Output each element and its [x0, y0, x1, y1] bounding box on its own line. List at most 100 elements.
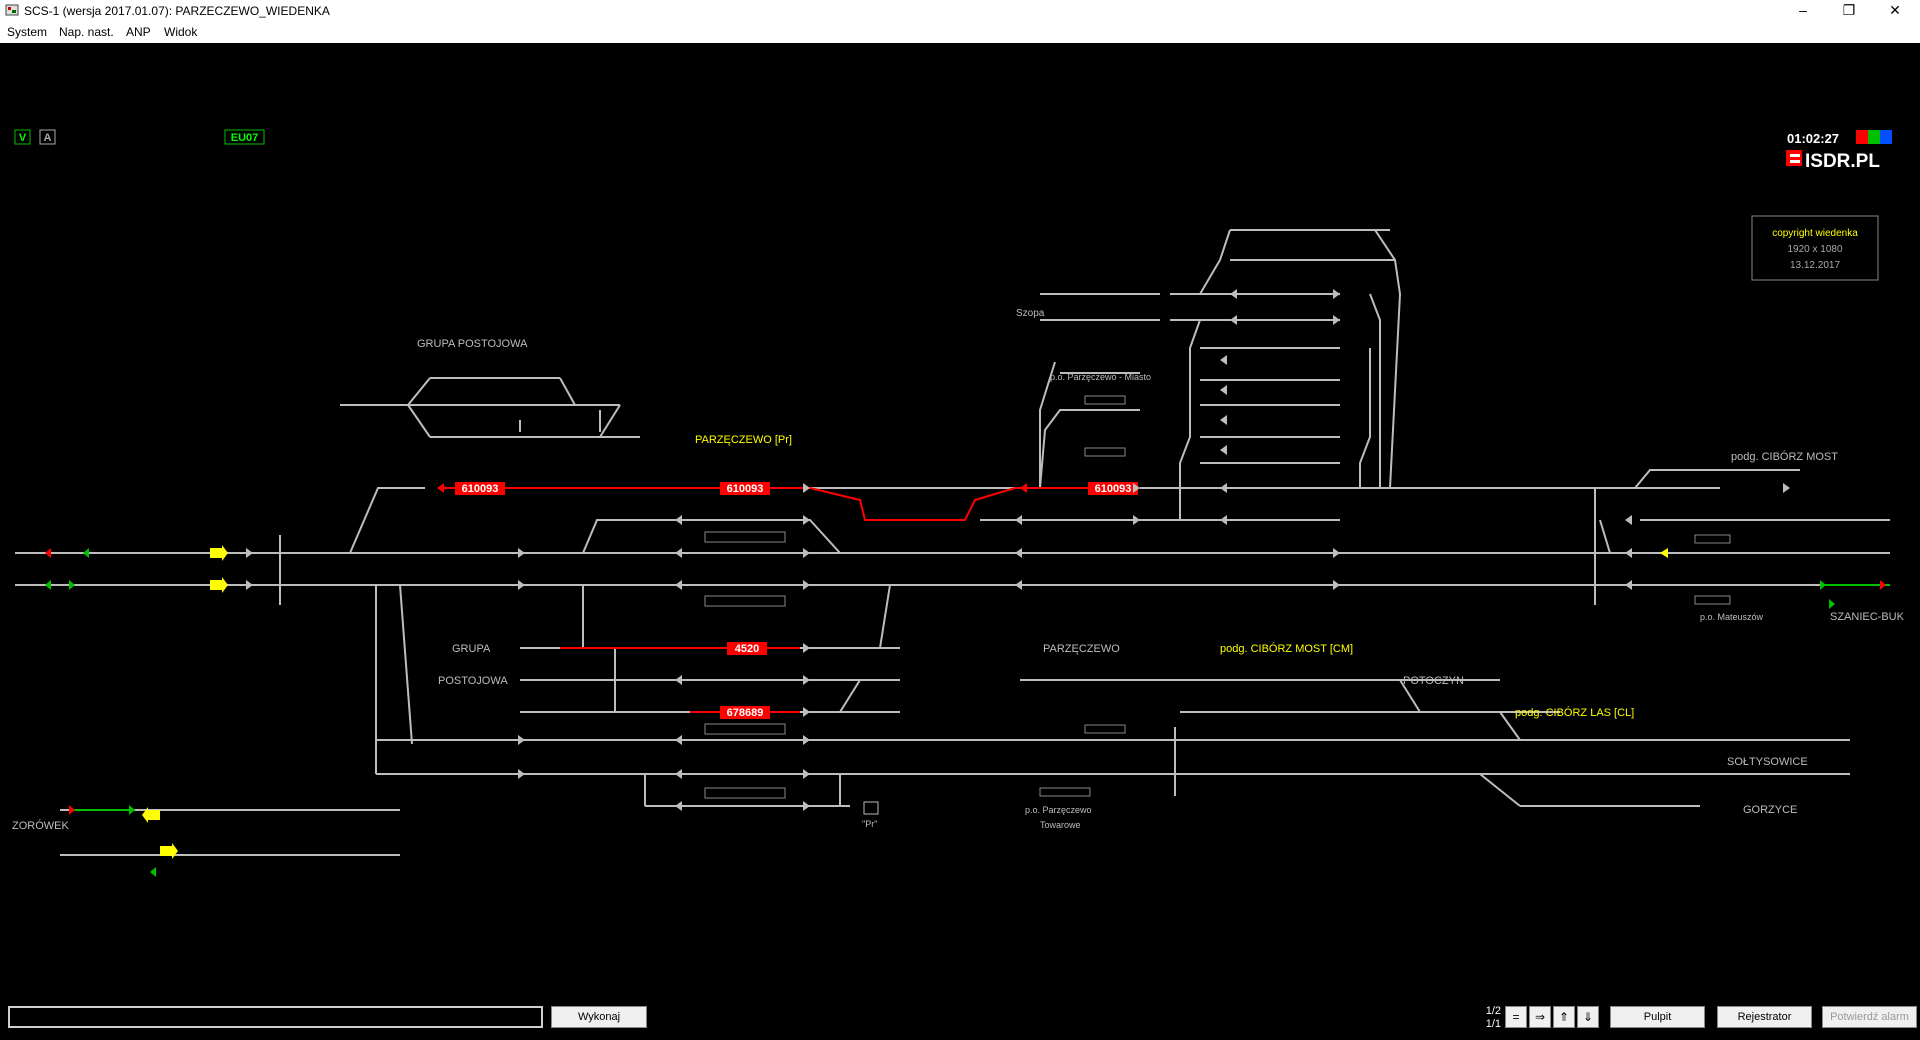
signal-j2-icon	[675, 548, 682, 558]
signal-j4-icon	[675, 515, 682, 525]
label-szaniec-buk: SZANIEC-BUK	[1830, 611, 1905, 623]
title-bar: SCS-1 (wersja 2017.01.07): PARZECZEWO_WI…	[0, 0, 1920, 22]
signal-y-icon	[1625, 515, 1632, 525]
label-szopa: Szopa	[1016, 308, 1045, 319]
signal-t40-icon	[1230, 289, 1237, 299]
platforms	[704, 395, 1731, 799]
signal-l9-icon	[803, 735, 810, 745]
train-t6[interactable]: 610093	[727, 483, 764, 495]
signal-11-icon	[518, 735, 525, 745]
menu-anp[interactable]: ANP	[126, 25, 151, 39]
status-green	[1868, 130, 1880, 144]
train-h3[interactable]: 4520	[735, 643, 759, 655]
restore-icon[interactable]: ❐	[1842, 2, 1856, 18]
signal-cibor-icon	[1783, 483, 1790, 493]
train-t16[interactable]: 610093	[1095, 483, 1132, 495]
signal-k5-icon	[803, 675, 810, 685]
label-po-towarowe: p.o. Parzęczewo	[1025, 805, 1092, 815]
signal-t24-icon	[1220, 515, 1227, 525]
signal-w2-icon	[1333, 548, 1340, 558]
menu-nap-nast[interactable]: Nap. nast.	[59, 25, 114, 39]
pr-box-icon[interactable]	[863, 801, 879, 815]
page-bottom: 1/1	[1485, 1018, 1501, 1030]
signal-t32-icon	[1220, 385, 1227, 395]
signal-x-icon	[1625, 548, 1632, 558]
clock: 01:02:27	[1787, 131, 1839, 146]
signal-u40-icon	[1333, 289, 1340, 299]
signal-j1-icon	[675, 580, 682, 590]
block-arrows	[45, 483, 1886, 877]
main-tracks	[15, 229, 1890, 856]
label-cibor-most-cm: podg. CIBÓRZ MOST [CM]	[1220, 642, 1353, 655]
signal-u38-icon	[1333, 315, 1340, 325]
train-t6-box[interactable]	[720, 482, 770, 495]
signal-s16-icon	[1133, 483, 1140, 493]
train-d6[interactable]: 610093	[462, 483, 499, 495]
logo-text: ISDR.PL	[1805, 151, 1880, 172]
train-t16-box[interactable]	[1088, 482, 1138, 495]
status-blue	[1880, 130, 1892, 144]
nav-right-button[interactable]: ⇒	[1529, 1006, 1551, 1028]
signal-e2-icon	[518, 548, 525, 558]
nav-equal-button[interactable]: =	[1505, 1006, 1527, 1028]
signal-n2-icon	[1015, 548, 1022, 558]
label-parzeczewo: PARZĘCZEWO	[1043, 643, 1120, 655]
signal-e1-icon	[518, 580, 525, 590]
train-h7-box[interactable]	[720, 706, 770, 719]
signal-k3-icon	[803, 643, 810, 653]
menu-widok[interactable]: Widok	[164, 25, 198, 39]
signal-w1-icon	[1333, 580, 1340, 590]
command-input[interactable]	[8, 1006, 543, 1028]
label-gorzyce: GORZYCE	[1743, 804, 1797, 816]
signal-t34-icon	[1220, 355, 1227, 365]
label-parzeczewo-pr: PARZĘCZEWO [Pr]	[695, 434, 792, 446]
app-icon	[5, 4, 19, 16]
label-zorowek: ZORÓWEK	[12, 819, 69, 832]
track-scheme[interactable]: V A EU07 01:02:27 ISDR.PL copyright wied…	[0, 43, 1920, 1000]
menu-system[interactable]: System	[7, 25, 48, 39]
copyright-resolution: 1920 x 1080	[1787, 244, 1842, 255]
nav-up-button[interactable]: ⇑	[1553, 1006, 1575, 1028]
window-title: SCS-1 (wersja 2017.01.07): PARZECZEWO_WI…	[24, 4, 330, 18]
train-d6-box[interactable]	[455, 482, 505, 495]
label-po-miasto: p.o. Parzęczewo - Miasto	[1050, 372, 1151, 382]
rejestrator-button[interactable]: Rejestrator	[1717, 1006, 1812, 1028]
copyright-date: 13.12.2017	[1790, 260, 1840, 271]
minimize-icon[interactable]: –	[1799, 2, 1807, 18]
label-potoczyn: POTOCZYN	[1403, 675, 1464, 687]
signal-k4-icon	[803, 515, 810, 525]
label-postojowa: POSTOJOWA	[438, 675, 508, 687]
signal-k6-icon	[803, 483, 810, 493]
label-soltysowice: SOŁTYSOWICE	[1727, 756, 1808, 768]
signal-g13-icon	[675, 801, 682, 811]
copyright-box	[1751, 215, 1879, 281]
train-h3-box[interactable]	[727, 642, 767, 655]
label-po-mateuszow: p.o. Mateuszów	[1700, 612, 1764, 622]
signal-s14-icon	[1133, 515, 1140, 525]
close-icon[interactable]: ✕	[1889, 2, 1901, 18]
nav-down-button[interactable]: ⇓	[1577, 1006, 1599, 1028]
copyright-line: copyright wiedenka	[1772, 228, 1858, 239]
signal-g11-icon	[675, 769, 682, 779]
signal-t28-icon	[1220, 445, 1227, 455]
signal-f11-icon	[518, 769, 525, 779]
train-h7[interactable]: 678689	[727, 707, 764, 719]
indicator-eu07[interactable]: EU07	[224, 129, 265, 145]
pulpit-button[interactable]: Pulpit	[1610, 1006, 1705, 1028]
free-route	[70, 584, 1890, 811]
svg-text:V: V	[19, 132, 27, 144]
indicator-v[interactable]: V	[14, 129, 31, 145]
signal-l13-icon	[803, 801, 810, 811]
route-arrows	[142, 545, 1668, 859]
signal-markers[interactable]	[246, 289, 1790, 811]
signal-t38-icon	[1230, 315, 1237, 325]
signal-b-icon	[246, 580, 253, 590]
execute-button[interactable]: Wykonaj	[551, 1006, 647, 1028]
signal-n1-icon	[1015, 580, 1022, 590]
label-cibor-most: podg. CIBÓRZ MOST	[1731, 450, 1838, 463]
indicator-a[interactable]: A	[39, 129, 56, 145]
signal-l11-icon	[803, 769, 810, 779]
confirm-alarm-button[interactable]: Potwierdź alarm	[1822, 1006, 1917, 1028]
label-towarowe: Towarowe	[1040, 820, 1081, 830]
label-cibor-las-cl: podg. CIBÓRZ LAS [CL]	[1515, 706, 1634, 719]
